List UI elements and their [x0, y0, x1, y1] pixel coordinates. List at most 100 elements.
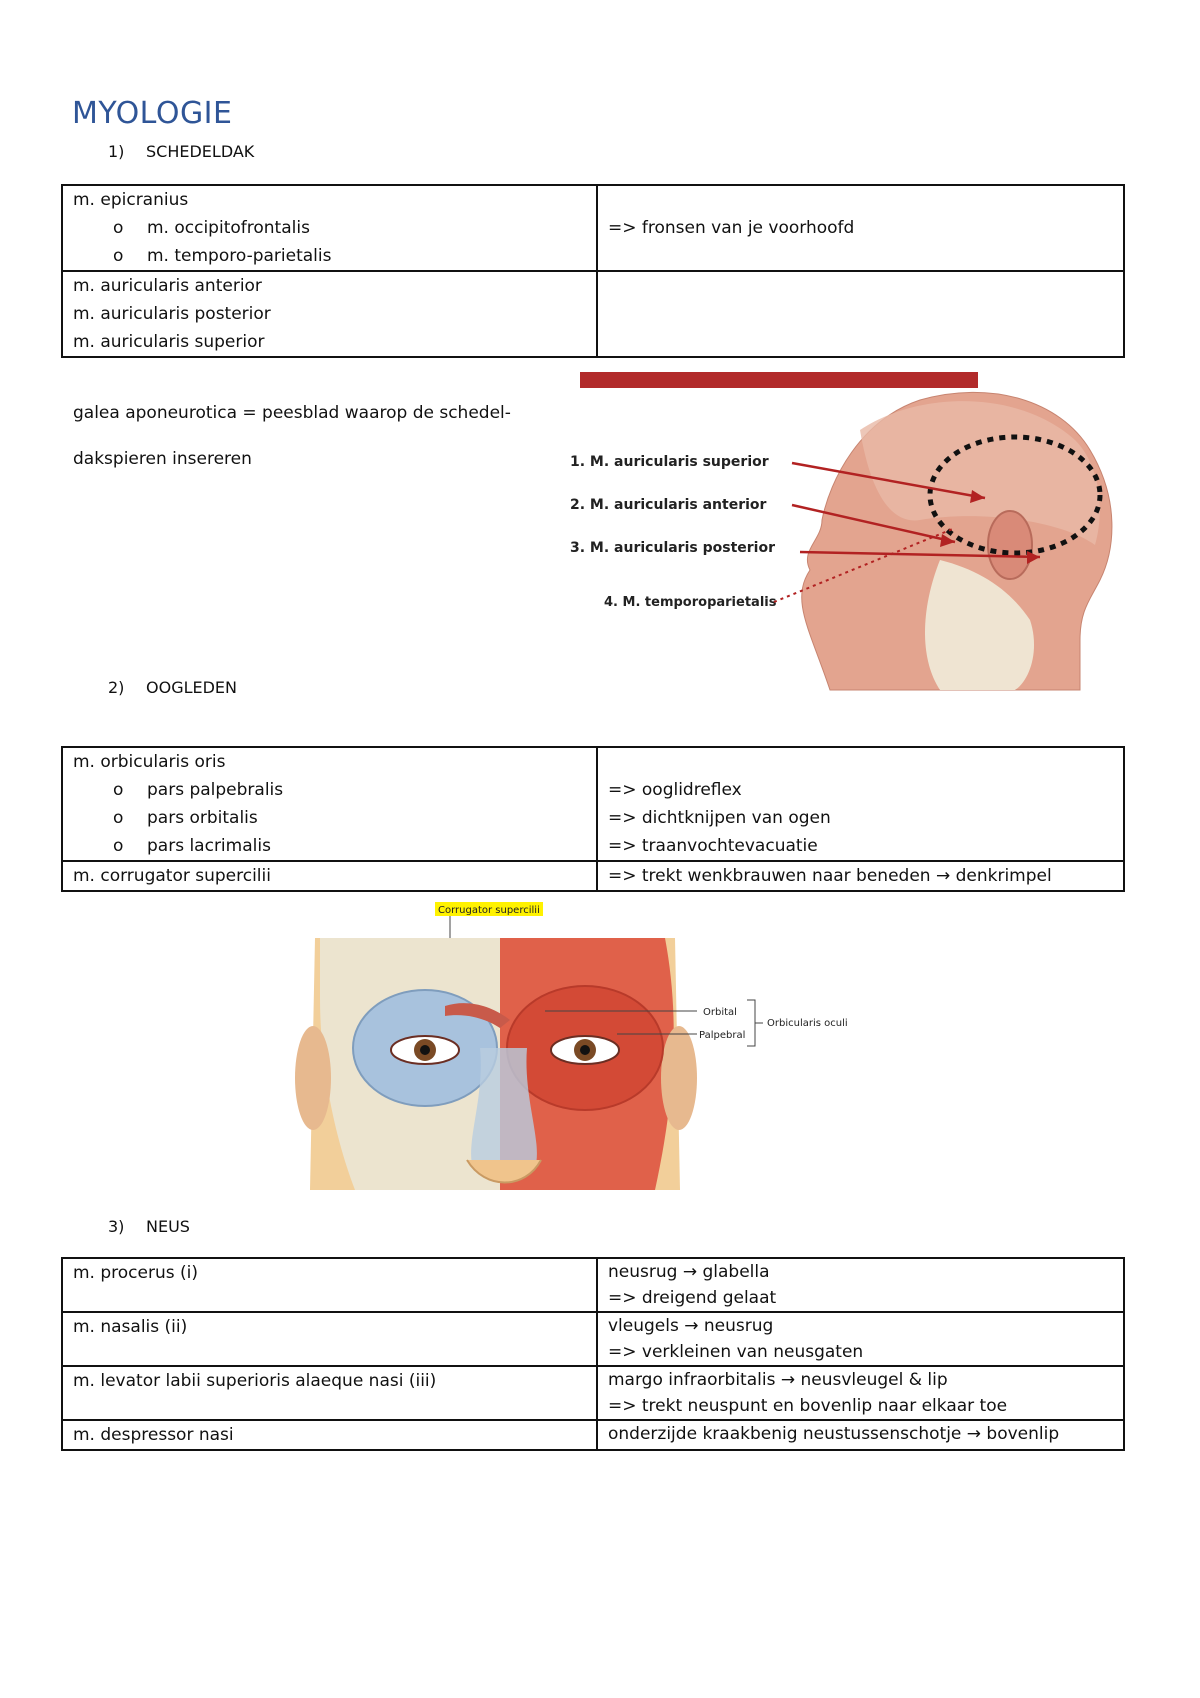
function-text: onderzijde kraakbenig neustussenschotje …	[608, 1424, 1060, 1444]
table-cell: onderzijde kraakbenig neustussenschotje …	[596, 1419, 1125, 1451]
arrow-posterior	[799, 550, 1041, 559]
muscle-name: m. despressor nasi	[73, 1425, 234, 1445]
auricular-muscles-figure: 1. M. auricularis superior 2. M. auricul…	[570, 372, 1113, 691]
label-auricularis-anterior: 2. M. auricularis anterior	[570, 497, 767, 513]
parotid-area	[925, 560, 1035, 690]
arrowhead-icon	[970, 490, 985, 503]
table-row: m. procerus (i) neusrug → glabella => dr…	[61, 1257, 1125, 1313]
function-text: => traanvochtevacuatie	[608, 836, 818, 856]
table-neus: m. procerus (i) neusrug → glabella => dr…	[61, 1257, 1125, 1451]
sub-muscle-label: pars orbitalis	[147, 808, 258, 828]
section-heading-oogleden: 2) OOGLEDEN	[108, 678, 237, 697]
function-text: => dichtknijpen van ogen	[608, 808, 831, 828]
function-text: => fronsen van je voorhoofd	[608, 218, 855, 238]
corrugator-muscle	[445, 1003, 510, 1028]
arrowhead-icon	[940, 534, 955, 547]
muscle-name: m. epicranius	[73, 190, 189, 210]
section-number: 3)	[108, 1217, 125, 1236]
sub-muscle-label: pars palpebralis	[147, 780, 284, 800]
label-corrugator: Corrugator supercilii	[438, 905, 540, 916]
function-text: => ooglidreflex	[608, 780, 742, 800]
ear-right	[661, 1026, 697, 1130]
table-row: m. auricularis anterior m. auricularis p…	[61, 270, 1125, 358]
nose	[471, 1048, 537, 1180]
muscle-name: m. corrugator supercilii	[73, 866, 271, 886]
table-cell: m. procerus (i)	[61, 1257, 598, 1313]
galea-note-line: dakspieren insereren	[73, 449, 252, 469]
label-highlight	[435, 902, 543, 916]
function-text: vleugels → neusrug	[608, 1316, 774, 1336]
nose-tip	[466, 1159, 542, 1184]
muscle-name: m. auricularis superior	[73, 332, 265, 352]
function-text: => dreigend gelaat	[608, 1288, 777, 1308]
label-palpebral: Palpebral	[699, 1030, 745, 1041]
sub-muscle-label: m. temporo-parietalis	[147, 246, 332, 266]
arrow-anterior	[791, 503, 956, 544]
function-text: => trekt neuspunt en bovenlip naar elkaa…	[608, 1396, 1008, 1416]
muscle-name: m. orbicularis oris	[73, 752, 226, 772]
temporoparietalis-outline	[927, 434, 1103, 556]
ear	[987, 510, 1033, 580]
table-cell	[596, 270, 1125, 358]
function-text: neusrug → glabella	[608, 1262, 770, 1282]
sub-muscle-label: pars lacrimalis	[147, 836, 271, 856]
arrow-superior	[791, 461, 986, 500]
muscle-name: m. levator labii superioris alaeque nasi…	[73, 1371, 437, 1391]
function-text: => verkleinen van neusgaten	[608, 1342, 864, 1362]
table-cell: margo infraorbitalis → neusvleugel & lip…	[596, 1365, 1125, 1421]
table-cell: vleugels → neusrug => verkleinen van neu…	[596, 1311, 1125, 1367]
muscle-name: m. nasalis (ii)	[73, 1317, 188, 1337]
galea-note-line: galea aponeurotica = peesblad waarop de …	[73, 403, 511, 423]
label-orbicularis-oculi: Orbicularis oculi	[767, 1018, 848, 1029]
arrowhead-icon	[1027, 551, 1040, 564]
section-number: 1)	[108, 142, 125, 161]
table-cell: m. corrugator supercilii	[61, 860, 598, 892]
table-cell: m. despressor nasi	[61, 1419, 598, 1451]
page-title: MYOLOGIE	[72, 96, 233, 131]
table-cell: m. nasalis (ii)	[61, 1311, 598, 1367]
function-text: margo infraorbitalis → neusvleugel & lip	[608, 1370, 948, 1390]
muscle-name: m. auricularis posterior	[73, 304, 271, 324]
muscle-name: m. procerus (i)	[73, 1263, 198, 1283]
table-row: m. despressor nasi onderzijde kraakbenig…	[61, 1419, 1125, 1451]
table-cell: m. auricularis anterior m. auricularis p…	[61, 270, 598, 358]
table-row: m. nasalis (ii) vleugels → neusrug => ve…	[61, 1311, 1125, 1367]
label-auricularis-posterior: 3. M. auricularis posterior	[570, 540, 775, 556]
table-cell: => fronsen van je voorhoofd	[596, 184, 1125, 272]
section-heading-neus: 3) NEUS	[108, 1217, 190, 1236]
muscle-name: m. auricularis anterior	[73, 276, 262, 296]
section-label: NEUS	[146, 1217, 190, 1236]
table-cell: neusrug → glabella => dreigend gelaat	[596, 1257, 1125, 1313]
section-number: 2)	[108, 678, 125, 697]
section-heading-schedeldak: 1) SCHEDELDAK	[108, 142, 254, 161]
orbicularis-oculi-figure: Corrugator supercilii Orbital Palpebral	[295, 902, 848, 1190]
function-text: => trekt wenkbrauwen naar beneden → denk…	[608, 866, 1052, 886]
table-cell: => ooglidreflex => dichtknijpen van ogen…	[596, 746, 1125, 862]
label-auricularis-superior: 1. M. auricularis superior	[570, 454, 769, 470]
table-cell: => trekt wenkbrauwen naar beneden → denk…	[596, 860, 1125, 892]
arrow-temporoparietalis	[773, 527, 956, 603]
table-cell: m. levator labii superioris alaeque nasi…	[61, 1365, 598, 1421]
sub-muscle-label: m. occipitofrontalis	[147, 218, 310, 238]
section-label: SCHEDELDAK	[146, 142, 255, 161]
bracket	[747, 999, 763, 1047]
figure-caption-bar	[580, 372, 978, 388]
section-label: OOGLEDEN	[146, 678, 238, 697]
table-row: m. levator labii superioris alaeque nasi…	[61, 1365, 1125, 1421]
label-temporoparietalis: 4. M. temporoparietalis	[604, 595, 777, 610]
pupil-left	[420, 1045, 430, 1055]
table-row: m. corrugator supercilii => trekt wenkbr…	[61, 860, 1125, 892]
ear-left	[295, 1026, 331, 1130]
label-orbital: Orbital	[703, 1007, 737, 1018]
